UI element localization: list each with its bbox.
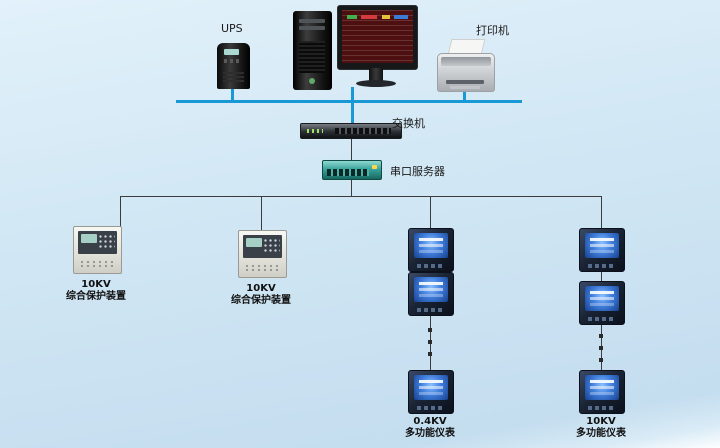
switch-label: 交换机 — [392, 117, 425, 130]
relay-panel — [243, 235, 282, 258]
meter-screen — [585, 375, 619, 400]
screen-chip — [394, 15, 408, 19]
pc-drive-bay — [299, 19, 325, 23]
meter-buttons — [417, 406, 445, 410]
screen-chip — [347, 15, 357, 19]
printer-drop-line — [463, 90, 466, 100]
relay-terminals — [79, 260, 116, 269]
ups-vent — [223, 72, 244, 84]
vertical-ellipsis-dots — [599, 346, 603, 350]
serial-ports — [327, 169, 369, 176]
screen-chip — [361, 15, 377, 19]
printer-lid — [441, 57, 491, 66]
pc-tower-icon — [293, 11, 332, 90]
switch-uplink-line — [351, 103, 354, 123]
voltage-text: 0.4KV — [413, 416, 447, 427]
meter-column-2-label: 10KV 多功能仪表 — [562, 416, 640, 440]
relay-terminals — [244, 264, 281, 273]
meter-screen — [585, 286, 619, 311]
branch-wire-1 — [120, 196, 121, 251]
ethernet-bus-line — [176, 100, 522, 103]
device-name-text: 多功能仪表 — [576, 428, 626, 439]
relay-panel — [78, 231, 117, 254]
ups-drop-line — [231, 89, 234, 100]
relay-keypad — [263, 238, 280, 254]
meter-screen — [585, 233, 619, 258]
meter-readout — [590, 291, 614, 294]
protection-relay-icon — [73, 226, 122, 274]
voltage-text: 10KV — [81, 279, 111, 290]
pc-front-grill — [299, 41, 325, 73]
scada-monitor-icon — [337, 5, 418, 70]
screen-chip — [382, 15, 390, 19]
ups-label: UPS — [221, 22, 243, 35]
meter-screen — [414, 233, 448, 258]
serial-bus-wire — [120, 196, 602, 197]
protection-2-label: 10KV 综合保护装置 — [222, 283, 300, 307]
vertical-ellipsis-dots — [428, 340, 432, 344]
monitor-screen — [342, 10, 413, 63]
voltage-text: 10KV — [586, 416, 616, 427]
switch-leds — [307, 129, 323, 133]
branch-wire-2 — [261, 196, 262, 232]
meter-readout — [590, 238, 614, 241]
power-meter-icon — [408, 370, 454, 414]
power-meter-icon — [579, 370, 625, 414]
meter-screen — [414, 375, 448, 400]
vertical-ellipsis-dots — [428, 352, 432, 356]
printer-tray — [450, 86, 480, 89]
ups-tower-icon — [217, 43, 250, 89]
meter-readout — [419, 238, 443, 241]
meter-readout — [419, 380, 443, 383]
ups-buttons — [224, 59, 242, 63]
workstation-drop-line — [351, 87, 354, 100]
power-meter-icon — [579, 281, 625, 325]
printer-icon — [437, 53, 495, 92]
meter-buttons — [417, 264, 445, 268]
meter-buttons — [588, 406, 616, 410]
serial-downlink-wire — [351, 178, 352, 196]
vertical-ellipsis-dots — [599, 358, 603, 362]
power-meter-icon — [579, 228, 625, 272]
device-name-text: 多功能仪表 — [405, 428, 455, 439]
pc-power-button — [309, 78, 315, 84]
monitor-stand — [369, 68, 383, 81]
device-name-text: 综合保护装置 — [66, 291, 126, 302]
power-meter-icon — [408, 272, 454, 316]
printer-output-slot — [446, 80, 484, 84]
switch-ports — [335, 128, 391, 134]
relay-lcd — [81, 234, 97, 243]
voltage-text: 10KV — [246, 283, 276, 294]
protection-relay-icon — [238, 230, 287, 278]
meter-buttons — [588, 264, 616, 268]
meter-screen — [414, 277, 448, 302]
meter-buttons — [588, 317, 616, 321]
meter-readout — [419, 282, 443, 285]
serial-port-server-icon — [322, 160, 382, 180]
printer-label: 打印机 — [476, 24, 509, 37]
relay-keypad — [98, 234, 115, 250]
serial-server-label: 串口服务器 — [390, 165, 445, 178]
protection-1-label: 10KV 综合保护装置 — [57, 279, 135, 303]
serial-led — [372, 165, 377, 169]
meter-column-1-label: 0.4KV 多功能仪表 — [391, 416, 469, 440]
vertical-ellipsis-dots — [428, 328, 432, 332]
switch-serial-wire — [351, 137, 352, 160]
relay-lcd — [246, 238, 262, 247]
network-switch-icon — [300, 123, 402, 139]
vertical-ellipsis-dots — [599, 334, 603, 338]
pc-drive-bay — [299, 26, 325, 30]
power-meter-icon — [408, 228, 454, 272]
monitor-base — [356, 80, 396, 87]
meter-readout — [590, 380, 614, 383]
device-name-text: 综合保护装置 — [231, 295, 291, 306]
meter-buttons — [417, 308, 445, 312]
ups-display — [224, 49, 239, 55]
